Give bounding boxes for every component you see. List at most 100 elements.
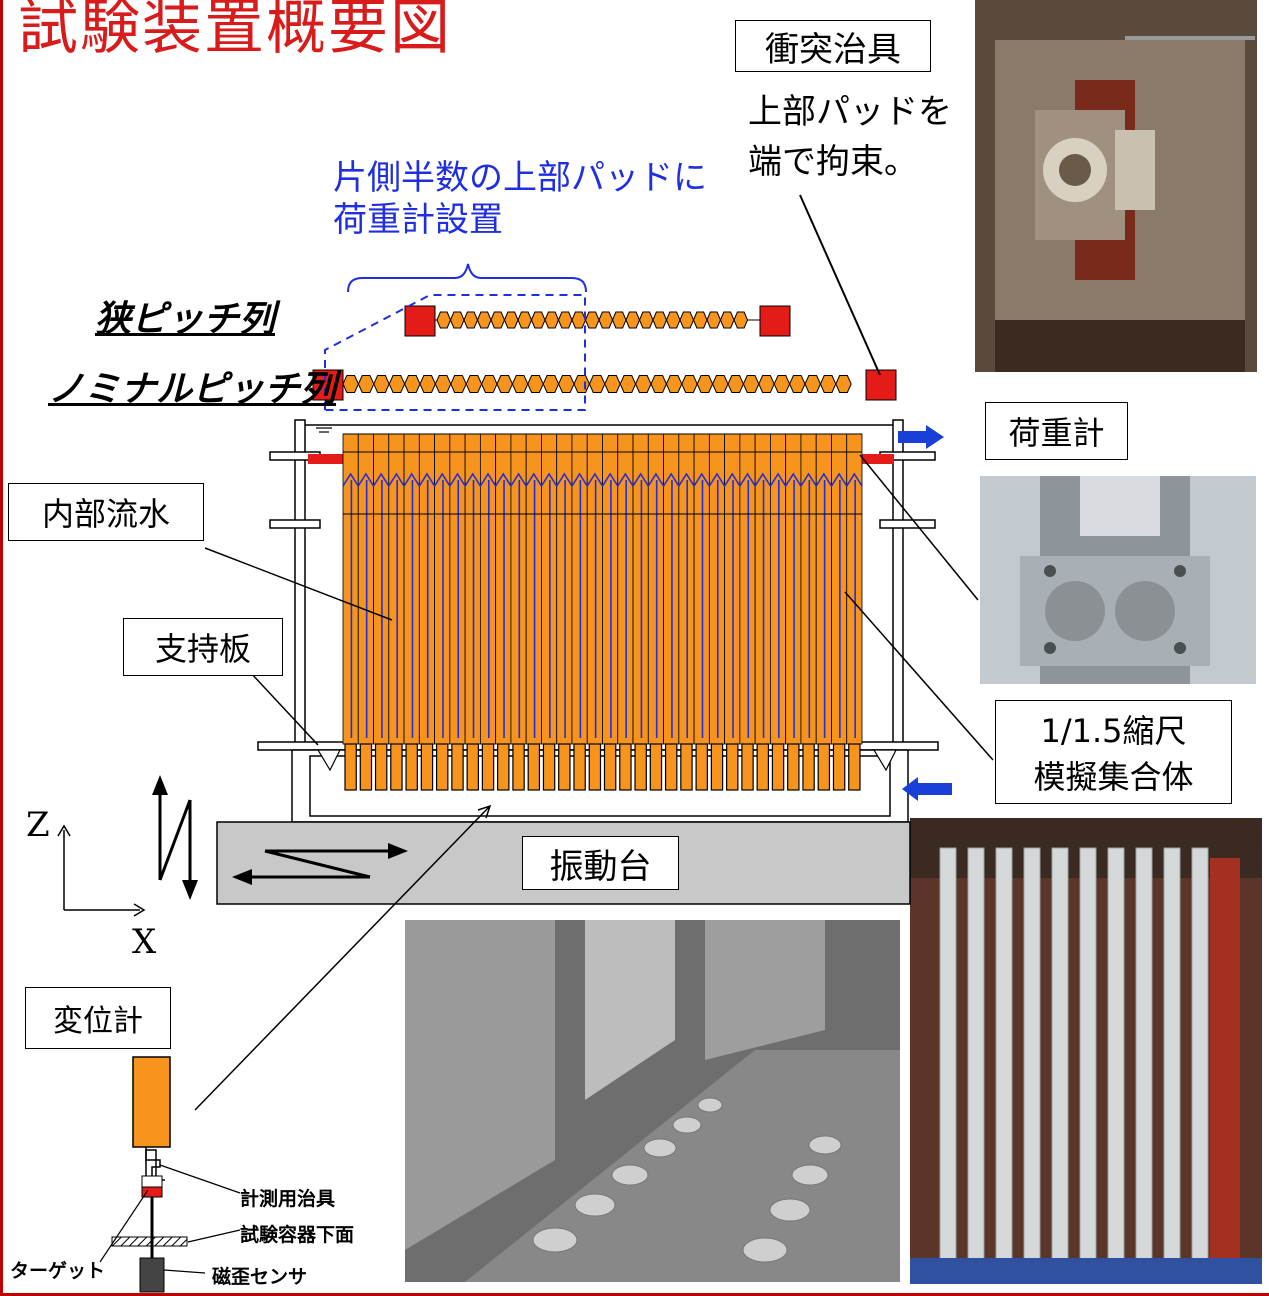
entrance-nozzle	[435, 743, 449, 791]
hex-duct	[496, 375, 513, 393]
photo-load-meter-art	[980, 476, 1256, 684]
model-line2-text: 模擬集合体	[1033, 758, 1194, 796]
loadcell-right	[862, 454, 894, 464]
photo-model-assembly	[910, 818, 1262, 1284]
entrance-nozzle	[848, 743, 861, 791]
entrance-nozzle	[787, 743, 800, 791]
entrance-nozzle	[359, 743, 373, 791]
support-plate-text: 支持板	[154, 630, 251, 668]
hex-duct	[773, 375, 791, 393]
hex-duct	[719, 311, 735, 329]
hex-duct	[742, 375, 760, 393]
leader-lines	[194, 454, 994, 1111]
hex-duct	[584, 311, 600, 329]
entrance-nozzle	[634, 743, 647, 791]
impact-note-line1: 上部パッドを	[748, 92, 952, 132]
photo-impact-jig	[975, 0, 1257, 372]
water-level-icon	[316, 427, 332, 433]
entrance-nozzle	[374, 743, 388, 791]
shake-table-text: 振動台	[549, 846, 652, 887]
axis-indicator	[57, 824, 146, 917]
impact-jig-label: 衝突治具	[735, 20, 931, 72]
entrance-nozzle	[771, 743, 785, 791]
entrance-nozzle	[420, 743, 434, 791]
vibration-arrows	[152, 775, 408, 900]
impact-note-line2: 端で拘束。	[748, 142, 918, 182]
hex-duct	[544, 311, 560, 329]
hex-duct	[530, 311, 546, 329]
internal-flow-label: 内部流水	[8, 483, 204, 541]
narrow-pitch-label: 狭ピッチ列	[95, 299, 276, 340]
support-plate-label: 支持板	[123, 618, 283, 676]
entrance-nozzle	[542, 743, 556, 791]
entrance-nozzle	[405, 743, 418, 791]
axis-x-label: X	[132, 922, 157, 962]
photo-vessel-bottom	[405, 920, 900, 1282]
hex-duct	[373, 375, 390, 393]
photo-load-meter	[980, 476, 1256, 684]
entrance-nozzle	[680, 743, 693, 791]
entrance-nozzle	[527, 743, 541, 791]
entrance-nozzle	[497, 743, 510, 791]
narrow-pitch-row	[404, 305, 791, 337]
hex-duct	[436, 311, 452, 329]
entrance-nozzle	[558, 743, 571, 791]
hex-duct	[503, 311, 519, 329]
hex-duct	[692, 311, 708, 329]
nominal-pitch-row	[312, 369, 897, 401]
nominal-pad-left	[312, 369, 344, 401]
entrance-nozzle	[802, 743, 815, 791]
hex-duct	[598, 311, 614, 329]
entrance-nozzle	[664, 743, 678, 791]
hex-duct	[652, 311, 668, 329]
hex-duct	[357, 375, 375, 393]
hex-duct	[450, 375, 467, 393]
hex-duct	[573, 375, 590, 393]
loadcell-note-line1: 片側半数の上部パッドに	[333, 158, 707, 198]
photo-impact-jig-art	[975, 0, 1257, 372]
hex-duct	[804, 375, 821, 393]
hex-duct	[819, 375, 837, 393]
displacement-meter-label: 変位計	[25, 987, 171, 1049]
photo-vessel-bottom-art	[405, 920, 900, 1282]
entrance-nozzle	[451, 743, 464, 791]
hex-duct	[517, 311, 533, 329]
entrance-nozzle	[756, 743, 770, 791]
entrance-nozzle	[573, 743, 586, 791]
hex-duct	[604, 375, 621, 393]
hex-duct	[490, 311, 506, 329]
target-label: ターゲット	[10, 1260, 106, 1282]
hex-duct	[542, 375, 560, 393]
hex-duct	[558, 375, 575, 393]
hex-duct	[706, 311, 722, 329]
hex-duct	[625, 311, 641, 329]
hex-duct	[342, 375, 359, 393]
sensor-label: 磁歪センサ	[212, 1266, 308, 1288]
hex-duct	[527, 375, 544, 393]
entrance-nozzle	[466, 743, 479, 791]
hex-duct	[758, 375, 775, 393]
hex-duct	[388, 375, 406, 393]
loadcell-group-outline	[324, 263, 587, 411]
entrance-nozzle	[832, 743, 846, 791]
flow-zigzag	[342, 472, 863, 488]
entrance-nozzle	[481, 743, 495, 791]
narrow-pad-left	[404, 305, 436, 337]
hex-duct	[611, 311, 627, 329]
hex-duct	[465, 375, 483, 393]
hex-duct	[835, 375, 852, 393]
arrow-left-icon	[902, 777, 952, 801]
measure-jig-label: 計測用治具	[240, 1188, 336, 1210]
hex-duct	[557, 311, 573, 329]
entrance-nozzle	[619, 743, 632, 791]
entrance-nozzle	[588, 743, 602, 791]
hex-duct	[449, 311, 465, 329]
hex-duct	[481, 375, 498, 393]
page-title: 試験装置概要図	[18, 0, 452, 63]
load-meter-label: 荷重計	[985, 402, 1128, 460]
hex-duct	[476, 311, 492, 329]
hex-duct	[434, 375, 452, 393]
hex-duct	[727, 375, 744, 393]
internal-flow-text: 内部流水	[41, 495, 170, 533]
